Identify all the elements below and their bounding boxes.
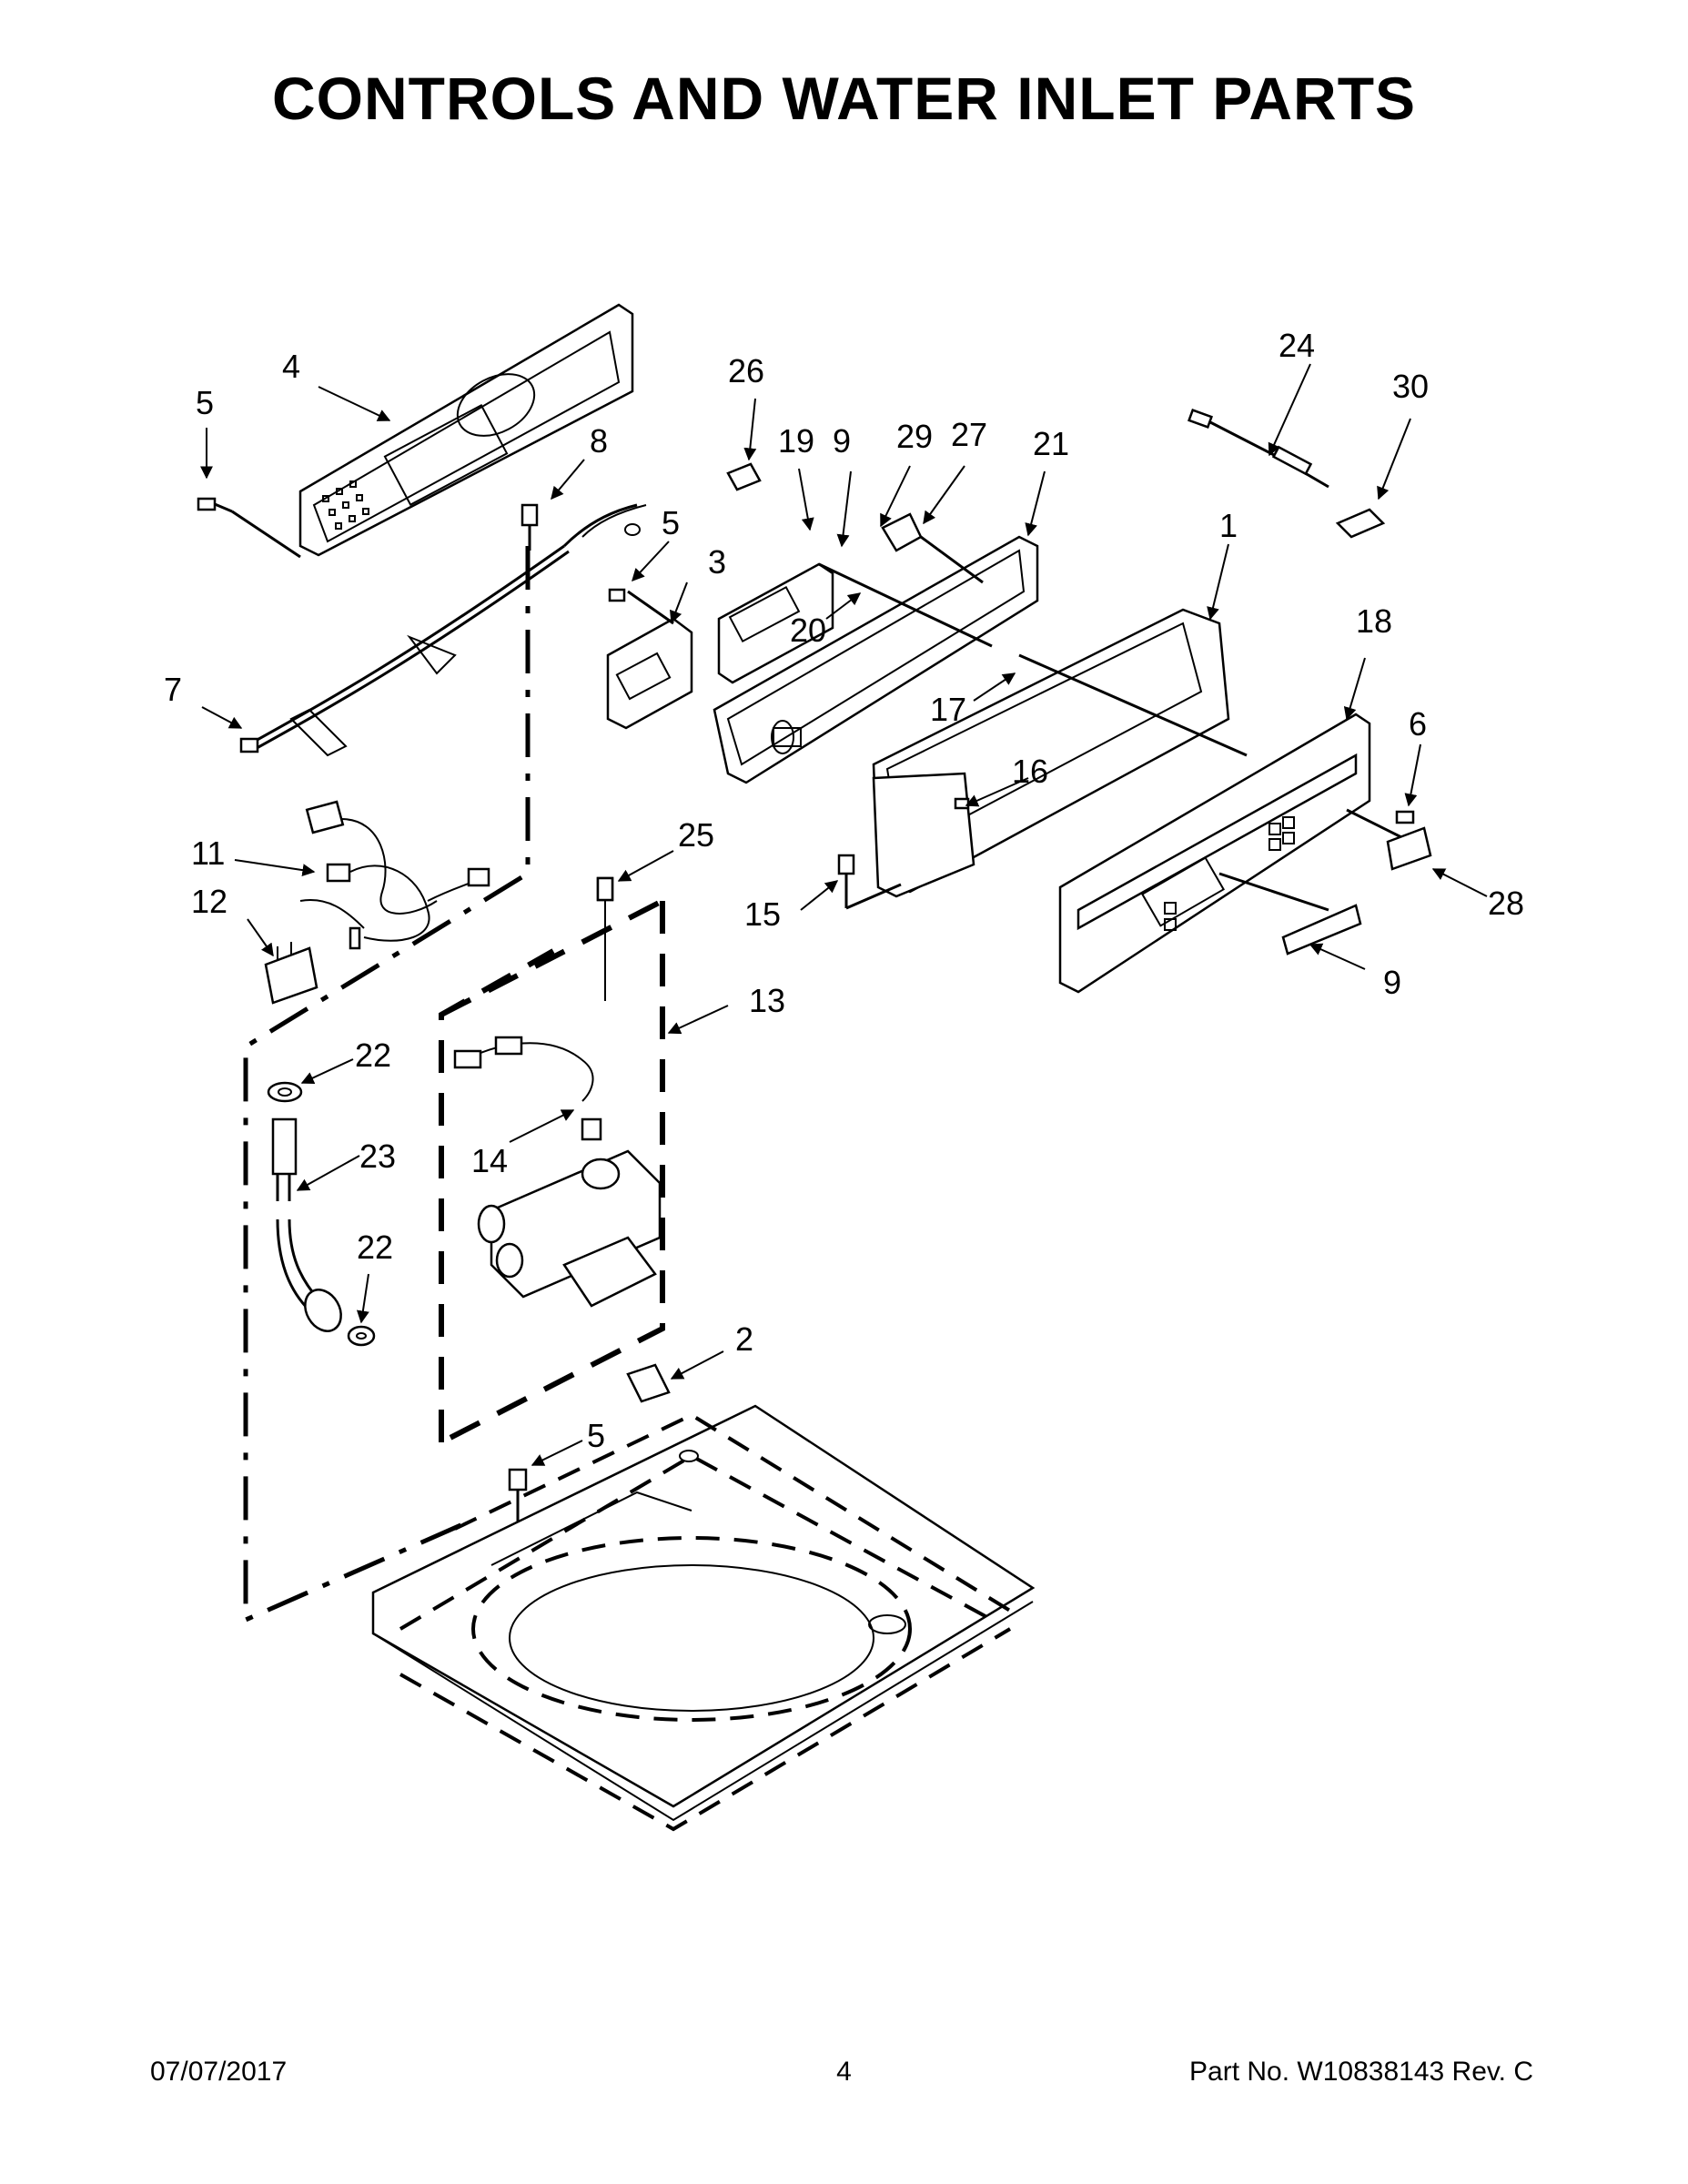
footer-part-number: Part No. W10838143 Rev. C [1189,2057,1533,2087]
part-2-component [626,1363,671,1403]
part-24-thermistor [1188,408,1329,489]
callout-8: 8 [590,422,608,460]
part-18-console-panel [1058,713,1371,994]
part-14-valve-harness [453,1036,602,1141]
callout-7: 7 [164,671,182,708]
part-16-bracket [872,772,975,898]
part-11-wiring-harness [299,800,490,950]
callout-2: 2 [735,1320,753,1358]
part-4-console-rear-panel [298,303,634,557]
callout-24: 24 [1279,327,1315,364]
callout-13: 13 [749,982,785,1019]
callout-10: 9 [833,422,851,460]
part-22-23-fill-hose [267,1081,376,1347]
callout-18: 18 [1356,602,1392,640]
cabinet-top-outline [371,1404,1036,1832]
callout-15: 15 [744,895,781,933]
callout-20: 20 [790,612,826,649]
callout-14: 14 [471,1142,508,1179]
part-28-lens [1346,808,1432,871]
callout-leaders [200,363,1488,1466]
part-30-sensor [1335,508,1386,539]
callout-23: 23 [359,1138,396,1175]
callout-5: 5 [662,504,680,541]
callout-29: 29 [896,418,933,455]
callout-1: 1 [1219,507,1238,544]
part-26-connector [726,462,762,491]
part-3-control-board [606,588,693,730]
callout-25: 25 [678,816,714,854]
callout-16: 16 [1012,753,1048,790]
callout-19: 19 [778,422,814,460]
part-21-console-bracket [713,535,1039,784]
part-5-screw-left [197,497,301,559]
part-27-clip [818,512,993,648]
part-9-lens [1218,872,1362,956]
part-25-screw [596,876,614,902]
page-title: CONTROLS AND WATER INLET PARTS [271,65,1417,132]
part-6-screw [1395,810,1415,824]
part-15-screw [837,854,902,910]
footer-date: 07/07/2017 [150,2057,288,2087]
callout-22: 22 [355,1036,391,1074]
callout-5: 5 [196,384,214,421]
callout-17: 17 [930,691,966,728]
callout-4: 4 [282,348,300,385]
part-12-relay [264,942,318,1005]
callout-26: 26 [728,352,764,389]
callout-28: 28 [1488,885,1524,922]
callout-6: 6 [1409,705,1427,743]
callout-5: 5 [587,1417,605,1454]
callout-3: 3 [708,543,726,581]
callout-labels: 4 5 8 5 3 7 11 12 22 23 22 26 19 9 29 27… [164,327,1524,1454]
callout-30: 30 [1392,368,1429,405]
part-7-wire-harness [239,503,638,757]
callout-22: 22 [357,1228,393,1266]
callout-12: 12 [191,883,227,920]
part-13-water-inlet-valve [477,1149,662,1308]
footer-page-number: 4 [836,2057,852,2087]
callout-11: 11 [191,834,225,872]
callout-27: 27 [951,416,987,453]
callout-9: 9 [1383,964,1401,1001]
callout-21: 21 [1033,425,1069,462]
